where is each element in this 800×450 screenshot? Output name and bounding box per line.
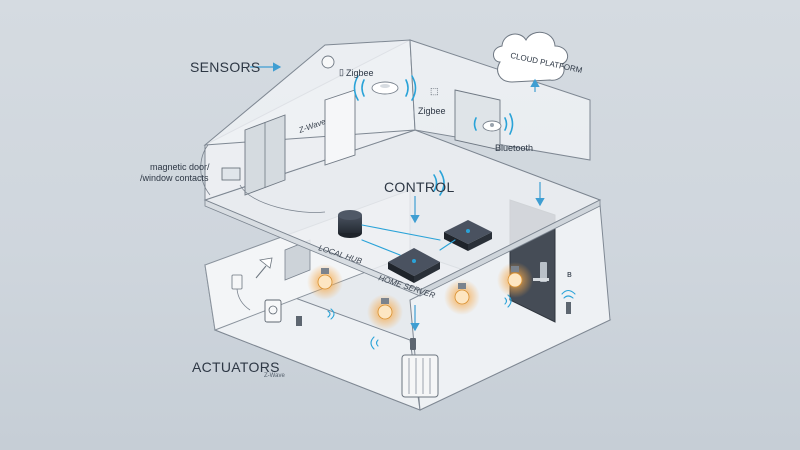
- upper-door: [324, 89, 356, 166]
- bluetooth-label: Bluetooth: [495, 143, 533, 153]
- wifi-icon: [353, 75, 365, 101]
- motion-sensor-icon: [482, 120, 502, 132]
- lightbulb-icon: [444, 279, 480, 315]
- router-device: [444, 220, 492, 251]
- actuators-label: ACTUATORS: [192, 359, 280, 375]
- upper-right-window: [454, 89, 501, 151]
- sensor-plug-icon: [296, 316, 302, 326]
- smart-lock-icon: [540, 262, 547, 282]
- wifi-icon: [433, 170, 445, 196]
- magnetic-contacts-line1: magnetic door/: [150, 162, 210, 172]
- lightbulb-icon: [367, 294, 403, 330]
- actuators-sub-label: Z-Wave: [264, 373, 285, 379]
- ceiling-sensor-icon: [321, 55, 335, 69]
- network-links: [361, 224, 456, 256]
- zigbee-mid-label: Zigbee: [418, 106, 446, 116]
- thermostat-icon: [264, 299, 282, 323]
- zigbee-top-label: Zigbee: [346, 68, 374, 78]
- control-slab: [203, 129, 602, 297]
- home-server-device: [388, 248, 440, 283]
- zigbee-icon: ⬚: [430, 86, 439, 96]
- zigbee-icon: ▯: [339, 67, 344, 77]
- sensors-label: SENSORS: [190, 59, 261, 75]
- control-label: CONTROL: [384, 179, 455, 195]
- radiator-icon: [401, 338, 439, 398]
- magnetic-contact-icon: [221, 167, 241, 181]
- smoke-sensor-icon: [371, 81, 399, 95]
- upper-floor: [203, 39, 591, 213]
- desk-lamp-icon: [255, 257, 273, 279]
- magnetic-bracket: [200, 144, 211, 196]
- wifi-icon: [405, 75, 417, 101]
- wall-switch-icon: [231, 274, 243, 290]
- wifi-icon: [370, 336, 379, 350]
- lightbulb-icon: [497, 262, 533, 298]
- cloud-icon: [493, 31, 569, 83]
- bluetooth-icon: ʙ: [567, 269, 572, 279]
- local-hub-device: [338, 210, 362, 238]
- lightbulb-icon: [307, 264, 343, 300]
- magnetic-contacts-line2: /window contacts: [140, 173, 209, 183]
